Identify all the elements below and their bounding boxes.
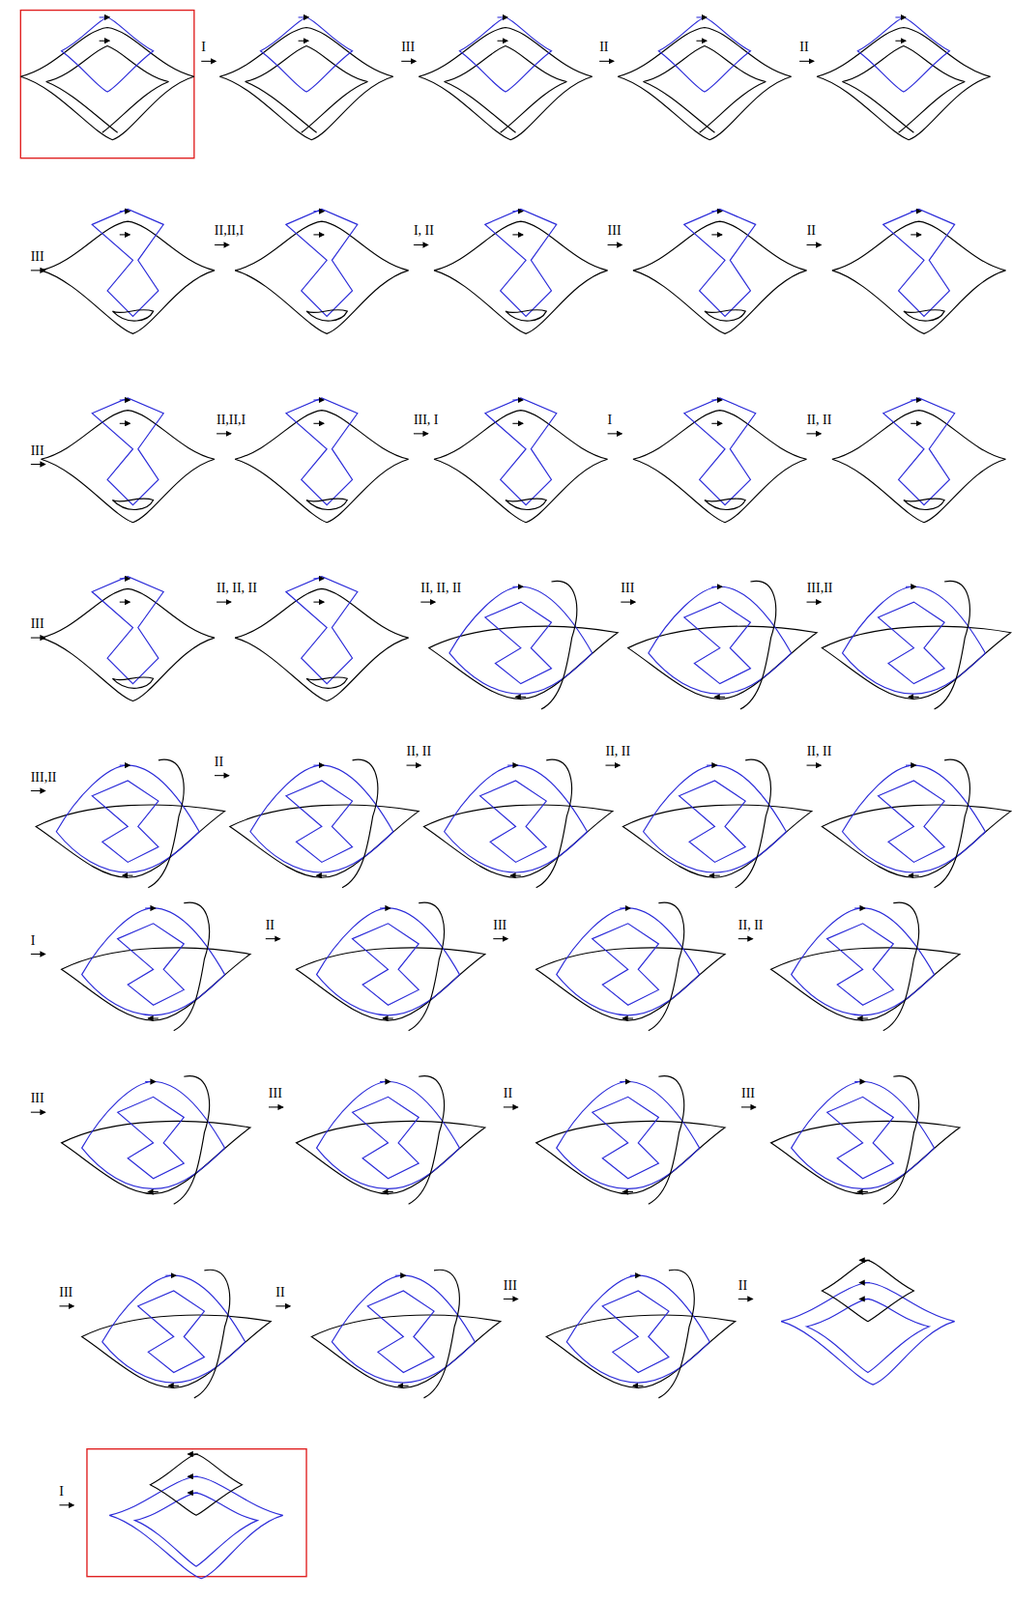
move-label: III	[503, 1279, 518, 1294]
move-arrow	[738, 938, 753, 940]
move-arrow	[30, 954, 46, 955]
move-label: I, II	[413, 224, 434, 238]
move-arrow	[807, 602, 822, 604]
move-label: II, II	[405, 745, 432, 759]
move-arrow	[406, 765, 422, 767]
move-label: II	[214, 755, 224, 770]
move-arrow	[58, 1305, 74, 1307]
move-arrow	[738, 1299, 753, 1301]
move-label: I	[58, 1485, 64, 1500]
move-label: II	[503, 1087, 513, 1101]
move-arrow	[503, 1106, 519, 1108]
move-label: II, II, II	[216, 581, 258, 596]
move-label: I	[607, 413, 613, 428]
move-arrow	[216, 602, 232, 604]
move-label: III	[58, 1286, 73, 1301]
move-label: III	[492, 919, 507, 933]
move-label: II	[599, 40, 608, 55]
move-arrow	[413, 244, 429, 246]
move-label: II	[265, 919, 275, 933]
move-arrow	[807, 433, 822, 434]
move-arrow	[58, 1504, 74, 1506]
move-label: II, II, II	[420, 581, 462, 596]
move-label: II	[799, 40, 809, 55]
move-arrow	[605, 765, 620, 767]
move-arrow	[30, 463, 46, 465]
move-label: III	[30, 1092, 45, 1106]
move-label: I	[30, 934, 36, 949]
move-arrow	[807, 244, 822, 246]
move-arrow	[30, 637, 46, 639]
move-arrow	[420, 602, 435, 604]
move-label: II,II,I	[216, 413, 246, 428]
move-label: III	[620, 581, 635, 596]
move-label: II, II	[807, 745, 833, 759]
move-arrow	[30, 269, 46, 271]
move-label: III	[30, 617, 45, 632]
move-arrow	[599, 60, 614, 62]
move-arrow	[807, 765, 822, 767]
move-arrow	[401, 60, 416, 62]
move-label: II, II	[606, 745, 632, 759]
move-label: III	[741, 1087, 755, 1101]
move-label: II	[275, 1286, 285, 1301]
move-label: II	[738, 1279, 748, 1294]
move-arrow	[607, 244, 623, 246]
move-arrow	[492, 938, 508, 940]
move-label: II	[807, 224, 816, 238]
move-arrow	[30, 1112, 46, 1114]
move-arrow	[268, 1106, 284, 1108]
move-arrow	[620, 602, 636, 604]
move-label: III,II	[30, 771, 58, 785]
move-label: I	[201, 40, 206, 55]
move-arrow	[214, 775, 230, 777]
move-label: III, I	[413, 413, 439, 428]
move-label: II, II	[807, 413, 833, 428]
move-arrow	[741, 1106, 756, 1108]
move-label: III	[30, 250, 45, 264]
move-label: II,II,I	[214, 224, 244, 238]
move-label: III	[30, 444, 45, 459]
move-arrow	[503, 1299, 519, 1301]
move-arrow	[413, 433, 429, 434]
move-arrow	[799, 60, 814, 62]
move-arrow	[265, 938, 281, 940]
move-arrow	[214, 244, 230, 246]
move-label: III,II	[807, 581, 834, 596]
move-label: III	[268, 1087, 283, 1101]
move-label: III	[607, 224, 622, 238]
move-arrow	[201, 60, 216, 62]
move-label: II, II	[738, 919, 764, 933]
move-label: III	[401, 40, 415, 55]
move-arrow	[30, 790, 46, 792]
move-arrow	[607, 433, 623, 434]
move-arrow	[216, 433, 232, 434]
move-arrow	[275, 1305, 290, 1307]
